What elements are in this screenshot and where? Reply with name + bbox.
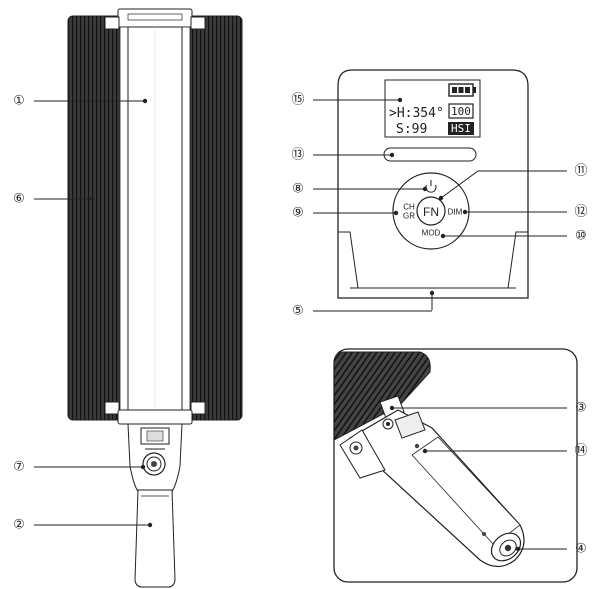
callout-7: ⑦ — [13, 460, 25, 475]
lcd-saturation: S:99 — [396, 122, 427, 137]
callout-5: ⑤ — [292, 304, 304, 319]
callout-9: ⑨ — [292, 206, 304, 221]
callout-8: ⑧ — [292, 182, 304, 197]
bottom-cap — [117, 409, 193, 425]
fn-button[interactable] — [416, 196, 446, 226]
callout-4: ④ — [575, 542, 587, 557]
callout-11: ⑪ — [574, 164, 587, 179]
callout-14: ⑭ — [574, 444, 587, 459]
indicator-strip — [383, 147, 477, 162]
fn-button-label: FN — [423, 205, 439, 219]
callout-1: ① — [13, 94, 25, 109]
callout-15: ⑮ — [291, 93, 304, 108]
battery-icon — [448, 83, 476, 97]
tube-light — [67, 8, 243, 588]
callout-12: ⑫ — [574, 205, 587, 220]
callout-10: ⑩ — [575, 229, 587, 244]
lcd-brightness: 100 — [451, 105, 471, 118]
callout-2: ② — [13, 518, 25, 533]
control-panel: >H:354° S:99 100 HSI FN DIM MOD CH GR — [337, 69, 529, 299]
heatsink-right — [181, 15, 243, 421]
gr-button[interactable]: GR — [403, 212, 415, 221]
callout-6: ⑥ — [13, 192, 25, 207]
lcd-mode: HSI — [451, 122, 471, 135]
dim-button[interactable]: DIM — [448, 208, 463, 217]
mod-button[interactable]: MOD — [422, 229, 441, 238]
ch-button[interactable]: CH — [403, 203, 415, 212]
handle-grip — [134, 489, 176, 588]
callout-13: ⑬ — [291, 148, 304, 163]
lcd-hue: >H:354° — [389, 106, 444, 121]
handle-inset — [333, 348, 578, 583]
callout-3: ③ — [575, 401, 587, 416]
heatsink-left — [67, 15, 129, 421]
